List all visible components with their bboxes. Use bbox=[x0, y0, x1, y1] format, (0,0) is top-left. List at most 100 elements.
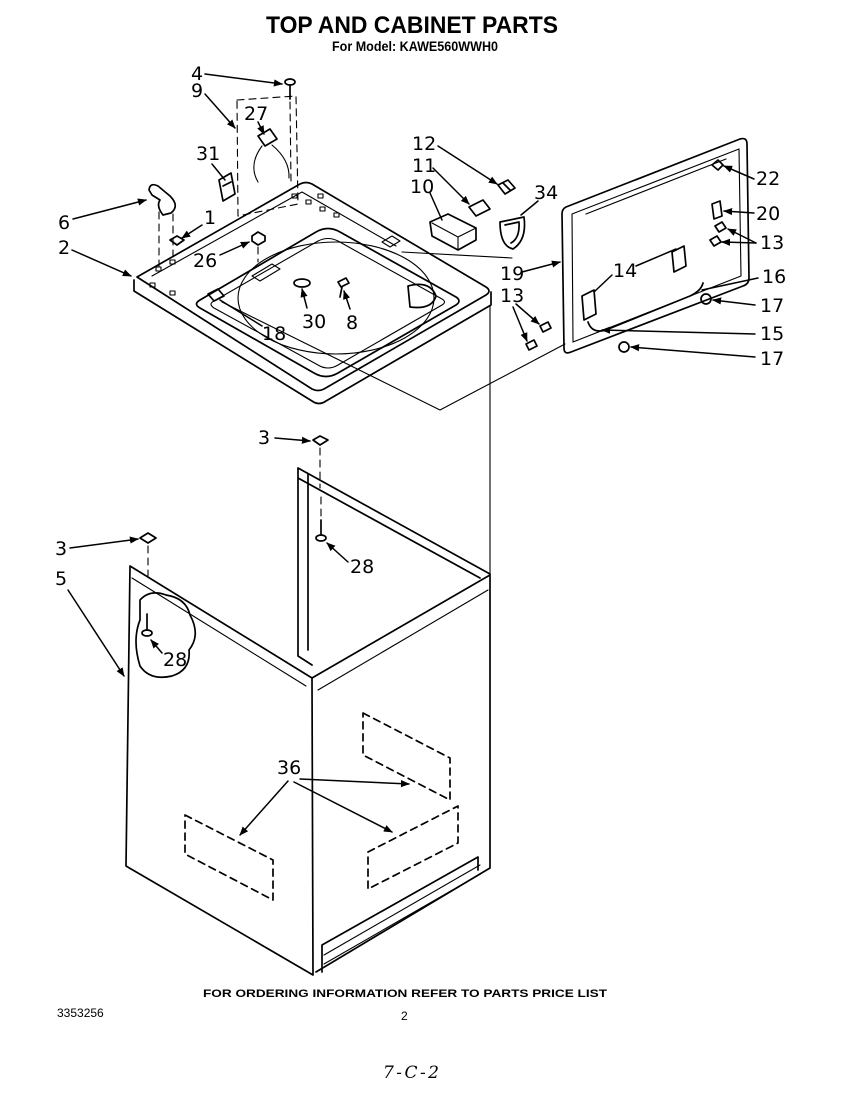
callout-17-upper: 17 bbox=[760, 295, 784, 317]
screw-part-4 bbox=[284, 78, 296, 183]
cup-part-34 bbox=[499, 216, 526, 250]
hinge-clip-part-6 bbox=[148, 183, 177, 271]
leader-line-9 bbox=[204, 93, 236, 129]
cabinet-back-wall bbox=[297, 467, 491, 666]
callout-4: 4 bbox=[191, 63, 203, 85]
screw-part-22 bbox=[711, 159, 724, 171]
lid bbox=[525, 137, 750, 354]
top-panel-back-rim bbox=[151, 191, 397, 277]
mount-hole bbox=[155, 266, 162, 272]
leader-lines bbox=[67, 73, 759, 836]
grommet-part-30 bbox=[293, 278, 311, 288]
leader-line-14-b bbox=[593, 274, 613, 293]
leader-line-17-upper bbox=[712, 297, 756, 306]
callout-15: 15 bbox=[760, 323, 784, 345]
page-title: TOP AND CABINET PARTS bbox=[266, 12, 558, 39]
mount-hole bbox=[149, 282, 156, 288]
top-panel-outline bbox=[136, 181, 490, 392]
leader-line-3-left bbox=[69, 536, 139, 549]
callout-22: 22 bbox=[756, 168, 780, 190]
screw-part-13-upper-b bbox=[709, 235, 722, 247]
bracket-part-31 bbox=[218, 172, 236, 202]
leader-line-3-center bbox=[274, 436, 311, 444]
leader-line-31 bbox=[211, 163, 226, 181]
callout-20: 20 bbox=[756, 203, 780, 225]
callout-8: 8 bbox=[346, 312, 358, 334]
label-part-36-upper bbox=[362, 712, 451, 801]
leader-line-18 bbox=[219, 299, 263, 327]
leader-line-13-lower-a bbox=[515, 303, 540, 325]
top-panel-tab bbox=[381, 235, 401, 248]
screw-axis bbox=[289, 101, 292, 183]
callout-3-center: 3 bbox=[258, 427, 270, 449]
ordering-note: FOR ORDERING INFORMATION REFER TO PARTS … bbox=[203, 988, 607, 1000]
callout-labels: 4 9 27 31 6 1 2 26 18 30 8 12 11 10 34 2… bbox=[55, 63, 786, 779]
page-number: 2 bbox=[401, 1009, 408, 1023]
tub-opening bbox=[195, 227, 460, 378]
clip-body bbox=[139, 532, 157, 544]
lid-outline bbox=[561, 137, 750, 354]
mount-hole bbox=[169, 290, 176, 296]
cabinet bbox=[125, 435, 491, 976]
callout-18: 18 bbox=[262, 323, 286, 345]
callout-6: 6 bbox=[58, 212, 70, 234]
label-part-36-lower bbox=[367, 805, 459, 890]
callout-10: 10 bbox=[410, 176, 434, 198]
cabinet-right-face bbox=[311, 574, 491, 973]
mount-hole bbox=[333, 212, 340, 218]
connector-wire bbox=[271, 144, 290, 179]
leader-line-14-a bbox=[635, 248, 677, 267]
lid-switch-cutout bbox=[407, 283, 437, 309]
bracket-part-20 bbox=[711, 200, 723, 220]
leader-line-22 bbox=[723, 165, 755, 180]
tab-part-18 bbox=[207, 288, 225, 302]
callout-31: 31 bbox=[196, 143, 220, 165]
callout-5: 5 bbox=[55, 568, 67, 590]
leader-line-36-lower bbox=[293, 781, 393, 833]
tub-opening-inner-edge bbox=[210, 237, 446, 369]
cabinet-base-line bbox=[323, 872, 483, 965]
handwritten-code: 7-C-2 bbox=[383, 1063, 439, 1083]
lid-ridge bbox=[585, 158, 727, 215]
leader-line-28-left bbox=[150, 639, 163, 654]
cabinet-base-line bbox=[323, 864, 481, 956]
mount-hole bbox=[317, 193, 324, 199]
screw-head bbox=[141, 629, 153, 637]
leader-line-30 bbox=[300, 288, 308, 309]
leader-line-36-left bbox=[239, 780, 289, 836]
leader-line-6 bbox=[72, 198, 147, 220]
screw-part-8 bbox=[337, 277, 350, 298]
model-subtitle: For Model: KAWE560WWH0 bbox=[332, 38, 498, 54]
leader-line-13-upper-a bbox=[727, 228, 757, 244]
shim-part-14-upper bbox=[671, 245, 687, 273]
top-panel bbox=[133, 78, 566, 576]
leader-line-13-upper-b bbox=[721, 238, 757, 246]
clip-body bbox=[148, 183, 177, 216]
screw-part-28-left bbox=[141, 613, 153, 637]
top-panel-holes bbox=[149, 193, 340, 296]
leader-line-19 bbox=[521, 260, 561, 273]
clip-part-1 bbox=[169, 235, 185, 246]
callout-26: 26 bbox=[193, 250, 217, 272]
tub-ring bbox=[237, 241, 435, 355]
leader-line-12 bbox=[437, 145, 498, 185]
clip-part-11 bbox=[468, 199, 491, 217]
shim-part-14-lower bbox=[581, 289, 597, 321]
nut-part-26 bbox=[251, 231, 266, 263]
hinge-area-outline bbox=[236, 95, 299, 217]
cabinet-right-flange bbox=[317, 589, 489, 691]
mount-hole bbox=[169, 259, 176, 265]
leader-line-26 bbox=[219, 241, 250, 256]
leader-line-16 bbox=[701, 277, 759, 291]
callout-12: 12 bbox=[412, 133, 436, 155]
bracket-detail bbox=[431, 222, 477, 251]
connector-body bbox=[257, 128, 278, 147]
clip-part-3-left bbox=[139, 532, 157, 579]
leader-line-36-upper bbox=[299, 778, 410, 788]
label-part-36-left bbox=[184, 814, 274, 901]
screw-head bbox=[284, 78, 296, 86]
top-panel-front-edge bbox=[133, 279, 492, 405]
leader-line-17-lower bbox=[630, 344, 756, 358]
leader-line-5 bbox=[67, 589, 125, 677]
